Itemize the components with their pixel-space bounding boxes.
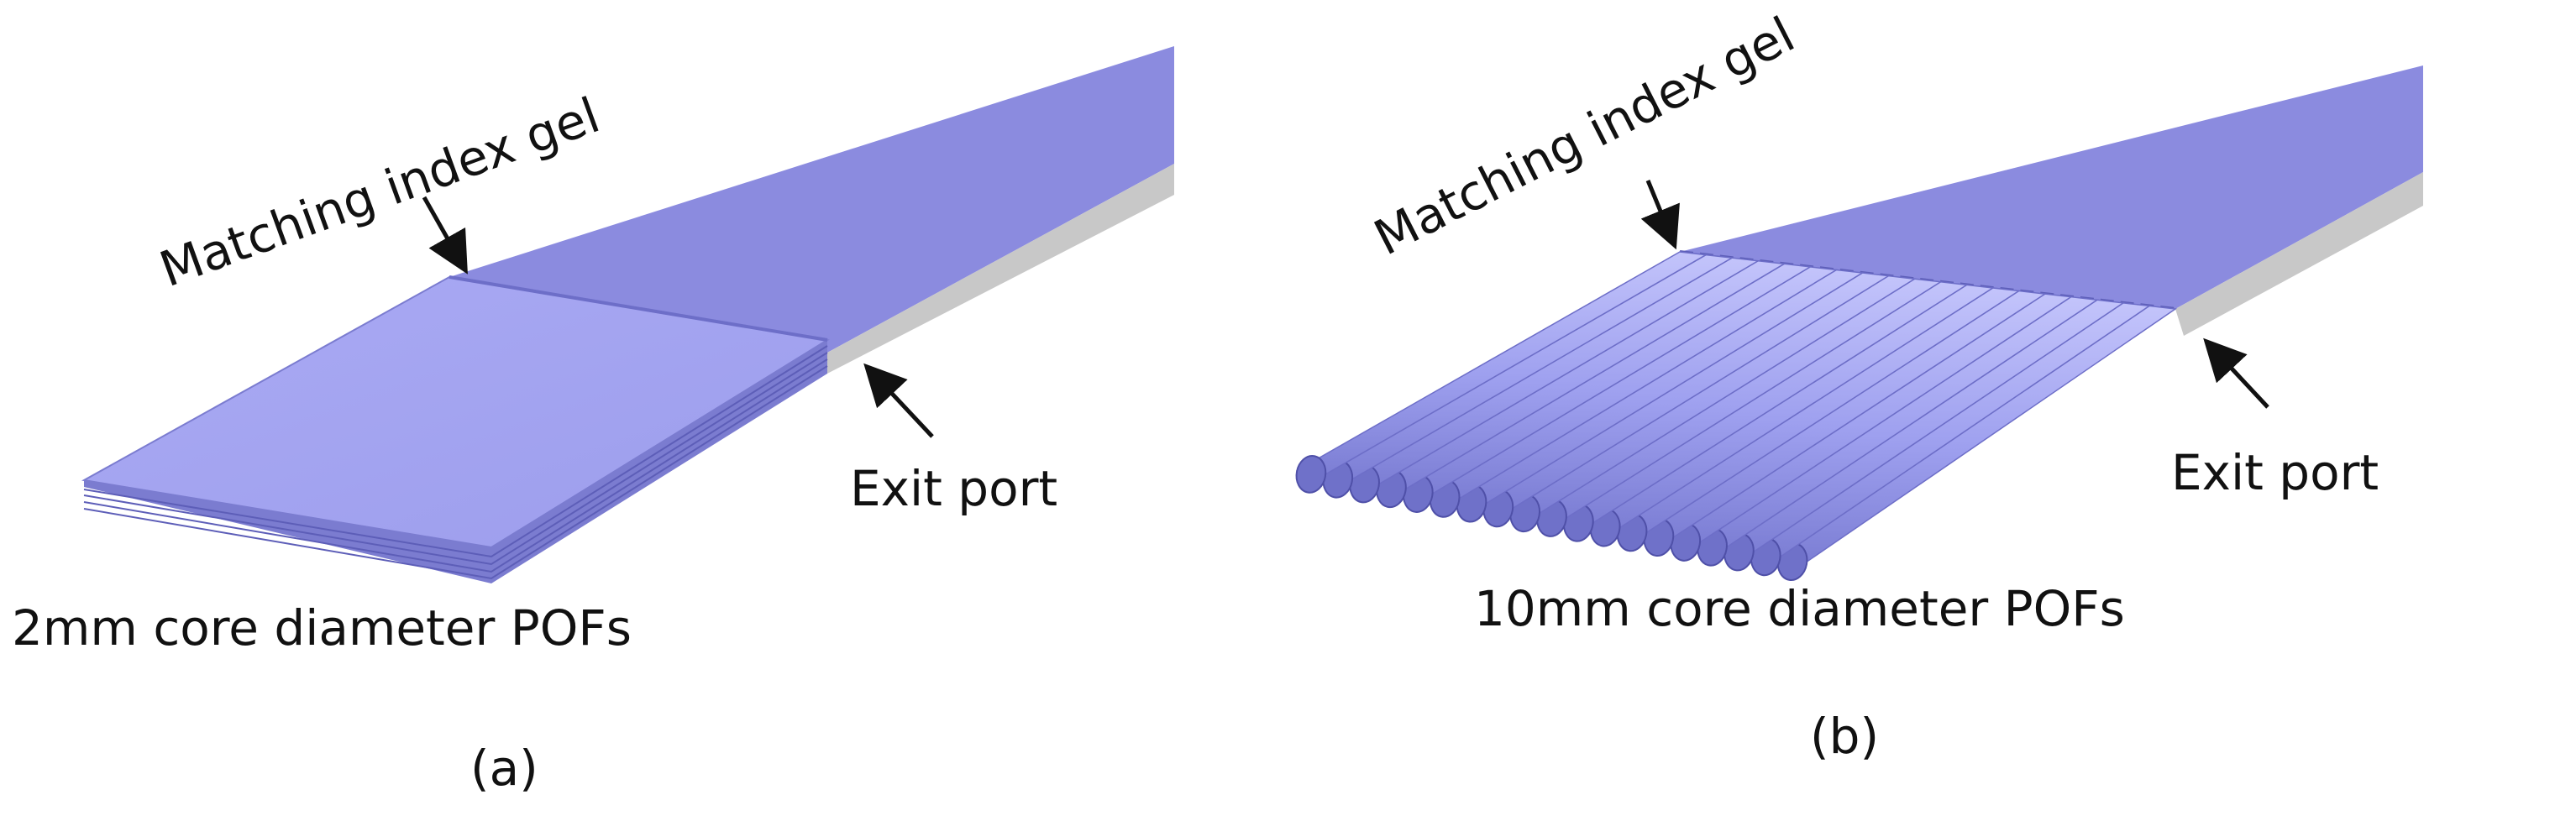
- fiber-label-a: 2mm core diameter POFs: [12, 599, 632, 656]
- caption-b: (b): [1810, 708, 1879, 765]
- fiber-rods-b: [1295, 251, 2178, 581]
- exit-label-b: Exit port: [2171, 444, 2379, 501]
- exit-port-face-a: [827, 164, 1174, 374]
- gel-arrow-b: [1640, 180, 1680, 250]
- exit-arrow-b: [2203, 337, 2269, 409]
- gel-arrow-a: [422, 196, 468, 275]
- exit-arrow-a: [863, 363, 934, 438]
- caption-a: (a): [470, 740, 538, 797]
- panel-b: Matching index gel Exit port 10mm core d…: [1295, 6, 2423, 765]
- fiber-stack-layers-a: [83, 345, 828, 580]
- fiber-rod-end-cap: [1295, 455, 1327, 494]
- fiber-label-b: 10mm core diameter POFs: [1474, 580, 2125, 637]
- fiber-stack-side-a: [84, 340, 827, 583]
- exit-port-face-b: [2175, 172, 2423, 336]
- exit-label-a: Exit port: [850, 460, 1057, 517]
- gel-boundary-a: [449, 275, 828, 342]
- gel-strip-a: [449, 46, 1174, 353]
- gel-strip-b: [1680, 65, 2423, 309]
- panel-a: Matching index gel Exit port 2mm core di…: [12, 46, 1174, 797]
- gel-label-b: Matching index gel: [1365, 6, 1803, 267]
